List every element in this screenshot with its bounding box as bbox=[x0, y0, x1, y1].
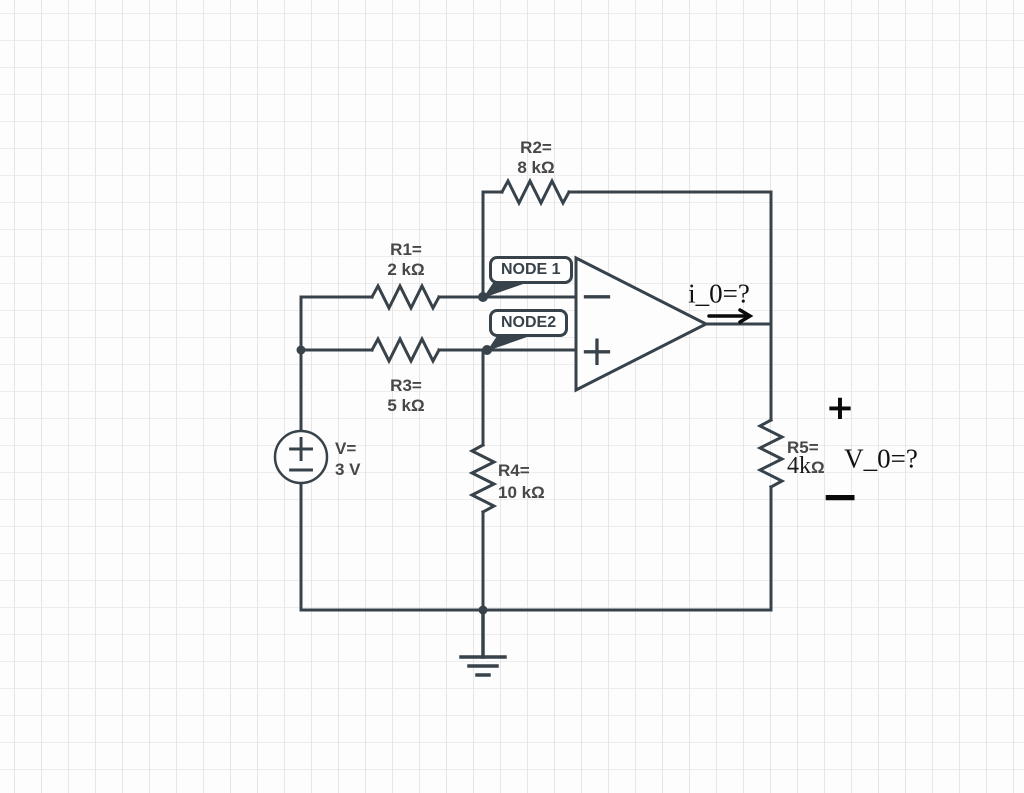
voltage-source-symbol bbox=[273, 429, 329, 485]
ground-symbol bbox=[459, 608, 507, 677]
node1-callout-label: NODE 1 bbox=[501, 261, 561, 278]
resistor-r5-symbol bbox=[756, 417, 786, 490]
node2-callout: NODE2 bbox=[489, 309, 569, 337]
output-current-annotation: i_0=? bbox=[688, 278, 750, 309]
vsource-value: 3 V bbox=[335, 460, 361, 479]
r5-label: R5= 4kΩ bbox=[787, 438, 825, 478]
resistor-r1-symbol bbox=[369, 282, 442, 312]
node2-callout-label: NODE2 bbox=[501, 314, 557, 331]
r5-value-number: 4k bbox=[787, 453, 811, 479]
output-voltage-plus-sign: + bbox=[825, 388, 855, 428]
wire-r2-feedback bbox=[481, 190, 773, 422]
r5-value: 4kΩ bbox=[787, 454, 825, 478]
vsource-label: V= 3 V bbox=[335, 438, 361, 480]
resistor-r2-symbol bbox=[499, 177, 572, 207]
r3-label: R3= 5 kΩ bbox=[387, 376, 424, 416]
opamp-symbol bbox=[574, 255, 710, 393]
vsource-name: V= bbox=[335, 439, 357, 458]
r2-name: R2= bbox=[520, 138, 552, 157]
opamp-inverting-input-sign: − bbox=[579, 271, 615, 320]
node2-callout-tail bbox=[487, 336, 530, 351]
junction-dot-ground bbox=[478, 605, 488, 615]
r5-value-unit: Ω bbox=[811, 458, 825, 477]
r5-name: R5= bbox=[787, 438, 819, 457]
output-voltage-minus-sign: − bbox=[820, 469, 860, 523]
r4-name: R4= bbox=[498, 461, 530, 480]
output-voltage-annotation: V_0=? bbox=[844, 443, 918, 474]
r2-value: 8 kΩ bbox=[517, 158, 555, 177]
node1-callout-tail bbox=[483, 283, 526, 298]
current-arrow-icon bbox=[707, 308, 754, 324]
node1-callout: NODE 1 bbox=[489, 256, 573, 284]
r1-label: R1= 2 kΩ bbox=[387, 240, 424, 280]
r1-name: R1= bbox=[390, 240, 422, 259]
r3-value: 5 kΩ bbox=[387, 396, 425, 415]
vsource-minus-sign: − bbox=[285, 447, 317, 491]
opamp-noninverting-input-sign: + bbox=[579, 326, 615, 375]
resistor-r4-symbol bbox=[468, 442, 498, 515]
r4-label: R4= 10 kΩ bbox=[498, 460, 545, 504]
r2-label: R2= 8 kΩ bbox=[517, 138, 554, 178]
r1-value: 2 kΩ bbox=[387, 260, 425, 279]
resistor-r3-symbol bbox=[369, 335, 442, 365]
wire-left-branch bbox=[299, 295, 773, 612]
r3-name: R3= bbox=[390, 376, 422, 395]
r4-value: 10 kΩ bbox=[498, 483, 545, 502]
vsource-plus-sign: + bbox=[285, 426, 317, 470]
junction-dot bbox=[296, 345, 306, 355]
